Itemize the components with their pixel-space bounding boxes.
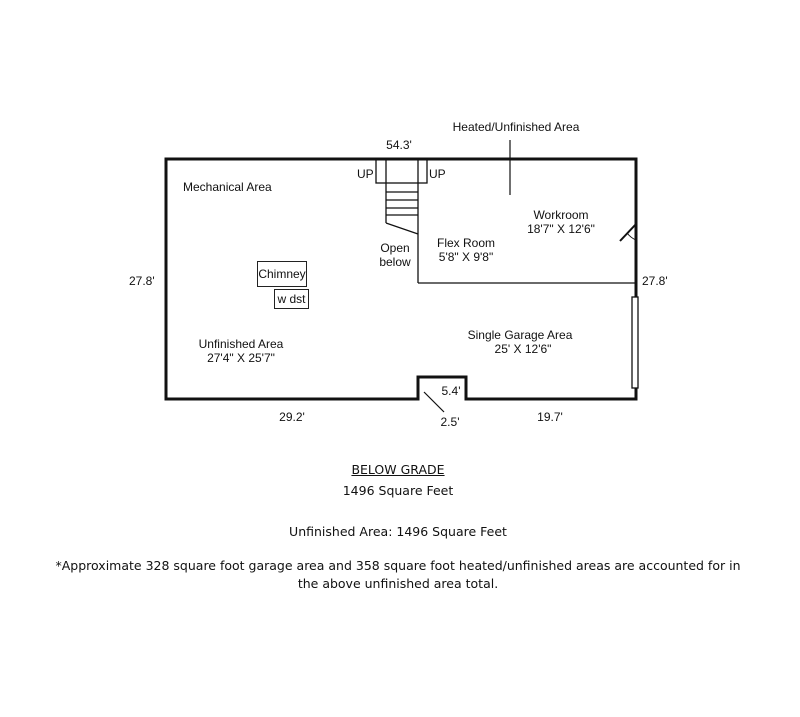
note-line-2: the above unfinished area total. — [297, 576, 499, 591]
right-dimension: 27.8' — [642, 274, 668, 288]
wdst-box: w dst — [274, 289, 309, 309]
door-swing-arc — [626, 232, 637, 241]
notch-depth-pointer — [423, 391, 445, 413]
garage-dimensions: 25' X 12'6" — [494, 342, 552, 356]
notch-width-dimension: 5.4' — [441, 384, 461, 398]
total-square-feet: 1496 Square Feet — [342, 483, 454, 498]
flex-room-dimensions: 5'8" X 9'8" — [438, 250, 494, 264]
bottom-right-dimension: 19.7' — [537, 410, 563, 424]
flex-room-label: Flex Room — [436, 236, 496, 250]
garage-label: Single Garage Area — [467, 328, 573, 342]
notch-depth-dimension: 2.5' — [440, 415, 460, 429]
chimney-box: Chimney — [257, 261, 307, 287]
note-line-1: *Approximate 328 square foot garage area… — [55, 558, 741, 573]
top-dimension: 54.3' — [386, 138, 412, 152]
stair-up-right-label: UP — [429, 167, 446, 181]
workroom-dimensions: 18'7" X 12'6" — [527, 222, 595, 236]
left-dimension: 27.8' — [129, 274, 155, 288]
stair-up-box — [375, 158, 428, 184]
mechanical-area-label: Mechanical Area — [183, 180, 272, 194]
unfinished-area-total: Unfinished Area: 1496 Square Feet — [289, 524, 507, 539]
unfinished-area-dimensions: 27'4" X 25'7" — [207, 351, 275, 365]
stair-up-left-label: UP — [357, 167, 374, 181]
grade-heading: BELOW GRADE — [351, 462, 445, 477]
stair-treads — [385, 191, 419, 235]
workroom-label: Workroom — [533, 208, 589, 222]
open-below-label-1: Open — [380, 241, 410, 255]
unfinished-area-label: Unfinished Area — [198, 337, 284, 351]
exterior-walls — [164, 157, 638, 401]
door-leaf — [619, 223, 637, 242]
open-below-label-2: below — [379, 255, 411, 269]
heated-area-label: Heated/Unfinished Area — [452, 120, 580, 134]
bottom-left-dimension: 29.2' — [279, 410, 305, 424]
garage-door — [631, 296, 639, 389]
